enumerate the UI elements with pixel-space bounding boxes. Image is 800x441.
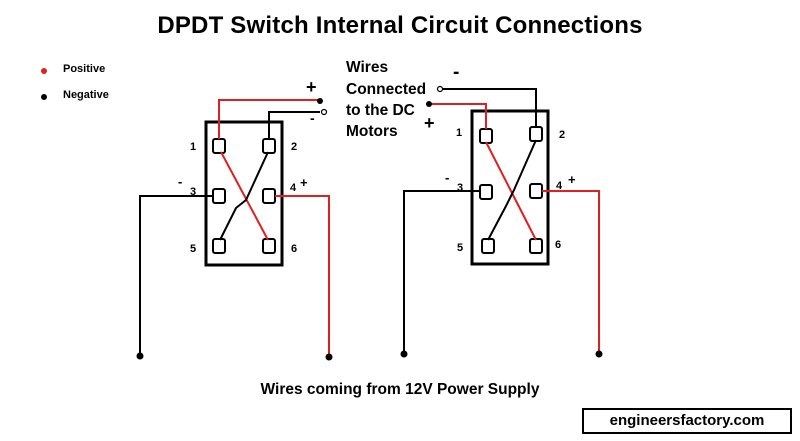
switch-right-motor-negative-dot bbox=[436, 85, 444, 93]
switch-left-link-2-5 bbox=[219, 151, 269, 241]
motor-right-plus-sign: + bbox=[424, 113, 435, 133]
switch-right-terminal-3 bbox=[479, 184, 493, 200]
switch-right-terminal-6 bbox=[529, 238, 543, 254]
motor-label-line-3: to the DC bbox=[346, 102, 415, 119]
switch-left-wire-positive-4 bbox=[275, 195, 330, 357]
switch-left-terminal-1 bbox=[212, 138, 226, 154]
motor-label-line-4: Motors bbox=[346, 123, 398, 140]
switch-left-label-3: 3 bbox=[190, 186, 197, 198]
switch-right-sign-4: + bbox=[568, 172, 576, 187]
switch-right-body bbox=[470, 109, 550, 266]
switch-left-wire-negative-3 bbox=[139, 195, 213, 356]
switch-left-supply-negative-dot bbox=[136, 352, 144, 360]
legend-negative-label: Negative bbox=[63, 89, 109, 101]
motor-label-line-2: Connected bbox=[346, 81, 427, 98]
diagram-title: DPDT Switch Internal Circuit Connections bbox=[157, 12, 643, 39]
switch-right-wire-negative-3 bbox=[403, 190, 480, 354]
switch-right-link-2-5 bbox=[487, 139, 537, 241]
switch-left-sign-4: + bbox=[300, 175, 308, 190]
switch-left-motor-negative-dot bbox=[320, 108, 328, 116]
switch-right-terminal-2 bbox=[529, 126, 543, 142]
switch-right-label-5: 5 bbox=[457, 242, 464, 254]
switch-left-label-1: 1 bbox=[190, 141, 197, 153]
switch-left-supply-positive-dot bbox=[325, 353, 333, 361]
switch-left-motor-negative-wire bbox=[268, 111, 320, 139]
switch-left-terminal-3 bbox=[212, 188, 226, 204]
switch-left-label-6: 6 bbox=[291, 243, 298, 255]
power-supply-caption: Wires coming from 12V Power Supply bbox=[260, 381, 540, 398]
switch-right-label-1: 1 bbox=[456, 127, 463, 139]
switch-right-sign-3: - bbox=[445, 170, 450, 185]
switch-left-motor-positive-wire bbox=[218, 99, 320, 139]
legend-positive-label: Positive bbox=[63, 63, 106, 75]
motor-left-minus-sign: - bbox=[310, 110, 315, 126]
switch-left-motor-positive-dot bbox=[317, 98, 323, 104]
switch-left-label-4: 4 bbox=[290, 182, 297, 194]
switch-left-terminal-6 bbox=[262, 238, 276, 254]
switch-right-label-2: 2 bbox=[559, 129, 566, 141]
switch-right-wire-positive-4 bbox=[542, 190, 600, 354]
switch-right-terminal-5 bbox=[481, 238, 495, 254]
switch-right-terminal-1 bbox=[479, 128, 493, 144]
switch-right-motor-positive-wire bbox=[430, 103, 487, 129]
switch-left-terminal-2 bbox=[262, 138, 276, 154]
motor-label-line-1: Wires bbox=[346, 59, 389, 76]
switch-right-motor-negative-wire bbox=[442, 88, 537, 127]
switch-right-terminal-4 bbox=[529, 183, 543, 199]
switch-left-terminal-5 bbox=[212, 238, 226, 254]
switch-right-label-6: 6 bbox=[555, 239, 562, 251]
switch-left-link-1-6 bbox=[220, 151, 269, 241]
switch-right-motor-positive-dot bbox=[426, 101, 432, 107]
switch-left-sign-3: - bbox=[178, 174, 183, 189]
switch-left-body bbox=[204, 120, 284, 267]
switch-right-link-1-6 bbox=[485, 141, 537, 241]
switch-left-terminal-4 bbox=[262, 188, 276, 204]
switch-left-label-5: 5 bbox=[190, 243, 197, 255]
legend-positive-dot bbox=[41, 68, 47, 74]
switch-left-label-2: 2 bbox=[291, 141, 298, 153]
brand-watermark: engineersfactory.com bbox=[582, 408, 792, 434]
switch-right-supply-positive-dot bbox=[595, 350, 603, 358]
switch-right-supply-negative-dot bbox=[400, 350, 408, 358]
switch-right-label-3: 3 bbox=[457, 182, 464, 194]
legend-negative-dot bbox=[41, 94, 47, 100]
motor-right-minus-sign: - bbox=[453, 62, 460, 83]
switch-right-label-4: 4 bbox=[556, 180, 563, 192]
motor-left-plus-sign: + bbox=[306, 77, 317, 97]
